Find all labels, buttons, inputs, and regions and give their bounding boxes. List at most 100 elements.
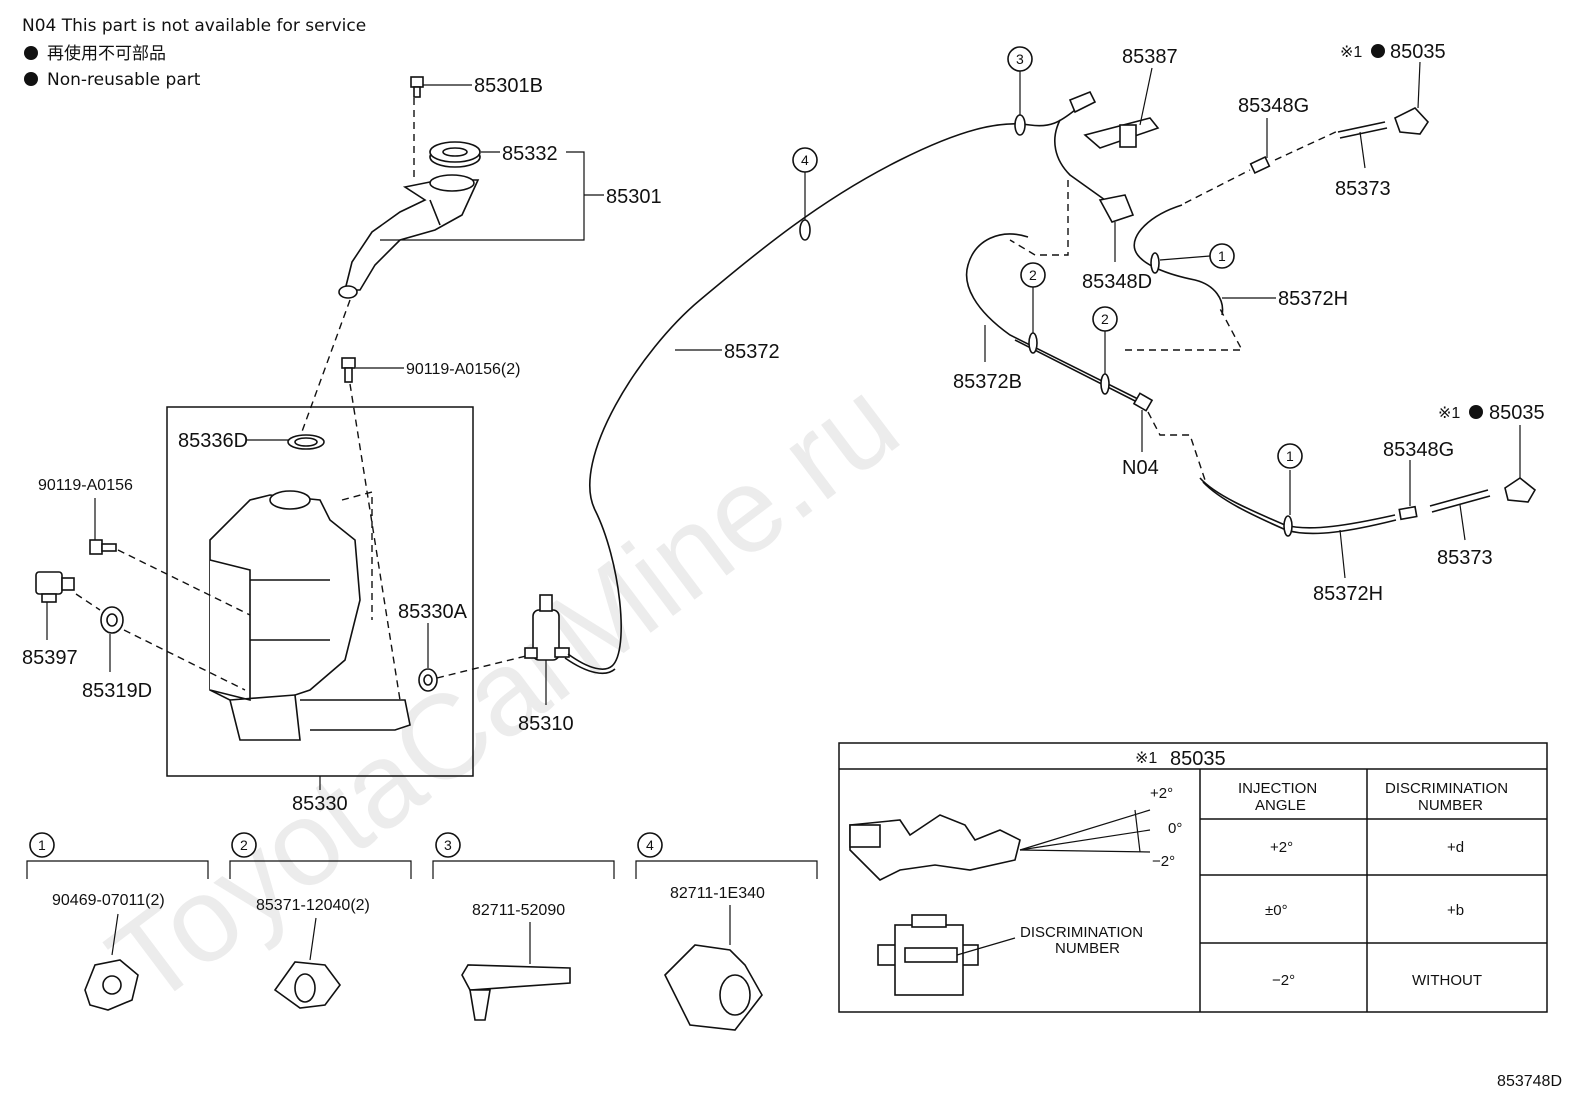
reservoir-tank-85330[interactable] <box>209 490 411 741</box>
label-85301B: 85301B <box>474 75 543 97</box>
gasket-85336D[interactable] <box>287 434 325 450</box>
joint-85387[interactable] <box>1083 117 1160 149</box>
row-number: +d <box>1447 839 1464 856</box>
clip-part-82711-52090: 82711-52090 <box>472 902 565 919</box>
diagram-code: 853748D <box>1497 1073 1562 1090</box>
callout-1b <box>1277 443 1303 469</box>
washer-pump-85310[interactable] <box>524 594 570 661</box>
label-85373-upper: 85373 <box>1335 178 1391 200</box>
label-85372H-lower: 85372H <box>1313 583 1383 605</box>
label-85372H-upper: 85372H <box>1278 288 1348 310</box>
tank-bolt-90119-2[interactable] <box>341 357 356 383</box>
svg-text:4: 4 <box>801 152 809 168</box>
ref-mark-upper: ※1 <box>1340 44 1362 61</box>
label-85372B: 85372B <box>953 371 1022 393</box>
label-85330A: 85330A <box>398 601 468 623</box>
clip-legend-1: 1 90469-07011(2) <box>26 832 209 1011</box>
washer-nozzle-85035-upper[interactable] <box>1394 107 1430 135</box>
angle-plus-label: +2° <box>1150 785 1173 802</box>
col-header-angle-2: ANGLE <box>1255 797 1306 814</box>
level-sensor-85397[interactable] <box>35 571 75 603</box>
hose-85372B[interactable] <box>965 233 1141 401</box>
non-reusable-jp: 再使用不可部品 <box>47 43 166 64</box>
disc-label-2: NUMBER <box>1055 940 1120 957</box>
callout-3 <box>1007 46 1033 72</box>
table-ref-mark: ※1 <box>1135 750 1157 767</box>
svg-text:3: 3 <box>1016 51 1024 67</box>
row-number: +b <box>1447 902 1464 919</box>
label-85035-upper: 85035 <box>1390 41 1446 63</box>
clip-part-85371: 85371-12040(2) <box>256 897 370 914</box>
table-title: 85035 <box>1170 748 1226 770</box>
label-85397: 85397 <box>22 647 78 669</box>
label-90119-2: 90119-A0156(2) <box>406 361 520 378</box>
bullet-icon <box>24 72 38 86</box>
clip-part-82711-1E340: 82711-1E340 <box>670 885 765 902</box>
clip-legend-2: 2 85371-12040(2) <box>229 832 412 1009</box>
check-valve-85348G-lower[interactable] <box>1398 505 1418 521</box>
clip-3-icon <box>461 964 571 1021</box>
label-85332: 85332 <box>502 143 558 165</box>
grommet-85319D[interactable] <box>100 606 124 634</box>
grommet-85330A[interactable] <box>418 668 438 692</box>
clip-2-icon <box>273 961 341 1009</box>
svg-text:1: 1 <box>1286 448 1294 464</box>
connector-N04[interactable] <box>1132 392 1154 412</box>
non-reusable-en: Non-reusable part <box>47 70 201 90</box>
filler-neck-85301[interactable] <box>338 174 480 299</box>
hose-85372H-upper[interactable] <box>1133 204 1224 316</box>
col-header-disc-1: DISCRIMINATION <box>1385 780 1508 797</box>
row-angle: ±0° <box>1265 902 1288 919</box>
svg-text:1: 1 <box>38 837 46 853</box>
bullet-icon <box>24 46 38 60</box>
row-angle: +2° <box>1270 839 1293 856</box>
label-85348G-lower: 85348G <box>1383 439 1454 461</box>
bullet-icon <box>1469 405 1483 419</box>
label-85348G-upper: 85348G <box>1238 95 1309 117</box>
check-valve-85348G-upper[interactable] <box>1249 156 1271 174</box>
filler-bolt-85301B[interactable] <box>410 76 424 98</box>
label-85373-lower: 85373 <box>1437 547 1493 569</box>
svg-text:3: 3 <box>444 837 452 853</box>
hose-85373-lower[interactable] <box>1429 489 1489 507</box>
watermark: ToyotaCarMine.ru <box>85 354 922 1031</box>
bullet-icon <box>1371 44 1385 58</box>
ref-mark-lower: ※1 <box>1438 405 1460 422</box>
svg-text:1: 1 <box>1218 248 1226 264</box>
nozzle-front-figure: DISCRIMINATION NUMBER <box>877 914 1143 996</box>
clip-part-90469: 90469-07011(2) <box>52 892 165 909</box>
label-85319D: 85319D <box>82 680 152 702</box>
hose-85373-upper[interactable] <box>1337 121 1386 133</box>
n04-note: N04 This part is not available for servi… <box>22 16 366 36</box>
svg-text:2: 2 <box>1101 311 1109 327</box>
nozzle-85348D[interactable] <box>1098 194 1135 223</box>
label-85387: 85387 <box>1122 46 1178 68</box>
angle-zero-label: 0° <box>1168 820 1182 837</box>
clip-legend-4: 4 82711-1E340 <box>635 832 818 1031</box>
filler-cap-85332[interactable] <box>429 141 481 168</box>
callout-2 <box>1020 262 1046 288</box>
washer-nozzle-85035-lower[interactable] <box>1504 477 1537 503</box>
label-85348D: 85348D <box>1082 271 1152 293</box>
col-header-angle-1: INJECTION <box>1238 780 1317 797</box>
svg-text:2: 2 <box>240 837 248 853</box>
label-85336D: 85336D <box>178 430 248 452</box>
hose-85372[interactable] <box>567 109 1076 670</box>
row-number: WITHOUT <box>1412 972 1482 989</box>
disc-label-1: DISCRIMINATION <box>1020 924 1143 941</box>
clip-4-icon <box>664 944 763 1031</box>
callout-4 <box>792 147 818 173</box>
clip-1-icon <box>84 959 139 1011</box>
label-90119: 90119-A0156 <box>38 477 133 494</box>
bolt-90119[interactable] <box>89 539 117 555</box>
clip-legend-3: 3 82711-52090 <box>432 832 615 1021</box>
label-85372: 85372 <box>724 341 780 363</box>
label-85035-lower: 85035 <box>1489 402 1545 424</box>
angle-minus-label: −2° <box>1152 853 1175 870</box>
label-85330: 85330 <box>292 793 348 815</box>
callout-2b <box>1092 306 1118 332</box>
col-header-disc-2: NUMBER <box>1418 797 1483 814</box>
svg-text:4: 4 <box>646 837 654 853</box>
label-85310: 85310 <box>518 713 574 735</box>
